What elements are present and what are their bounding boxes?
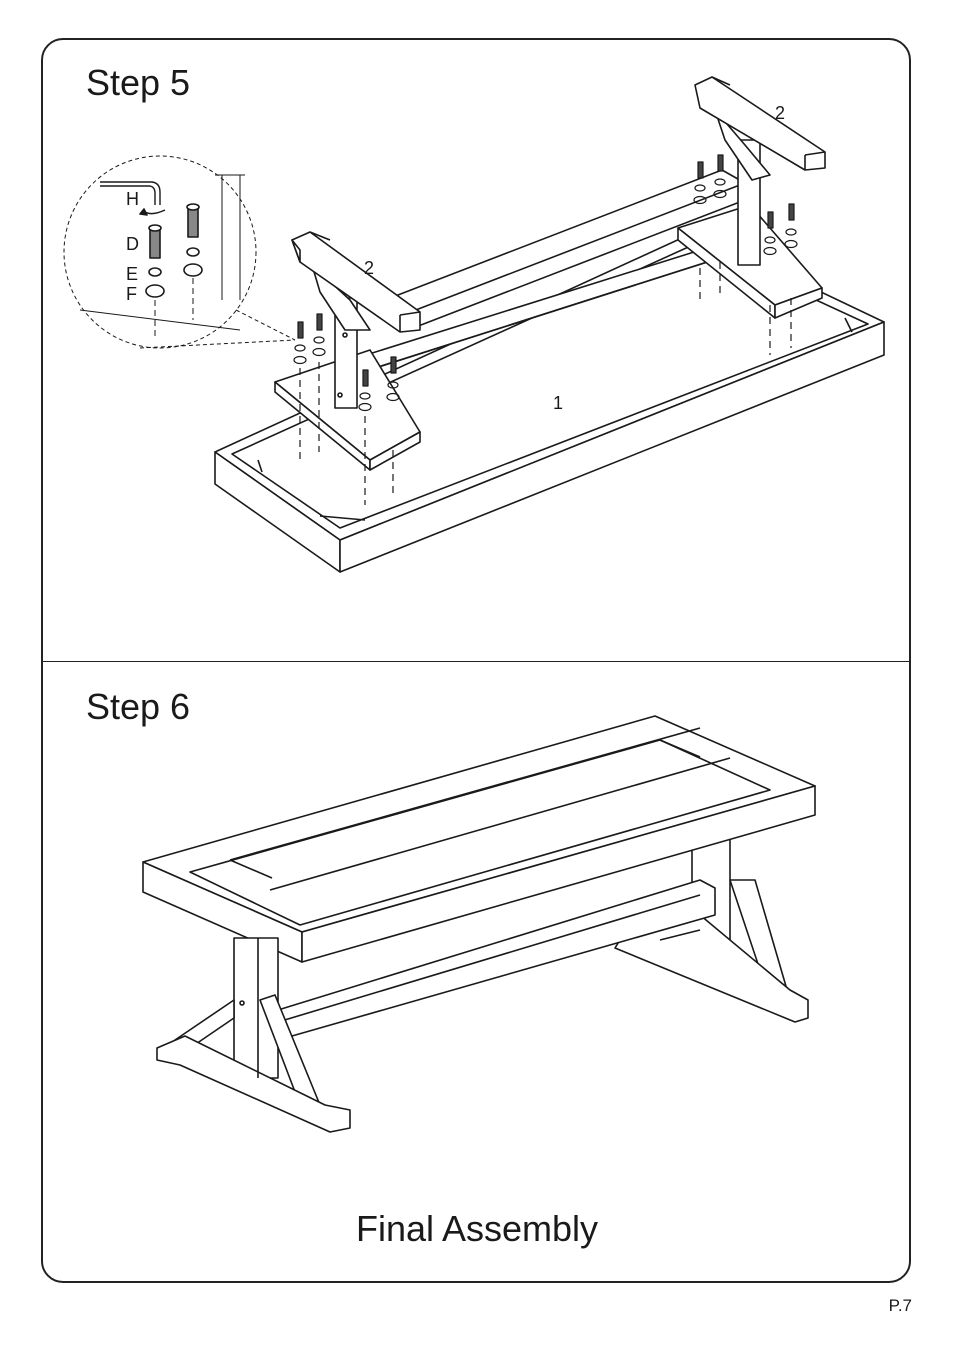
final-assembly-caption: Final Assembly — [0, 1208, 954, 1250]
page-number: P.7 — [889, 1296, 912, 1316]
leg-near — [157, 938, 350, 1132]
